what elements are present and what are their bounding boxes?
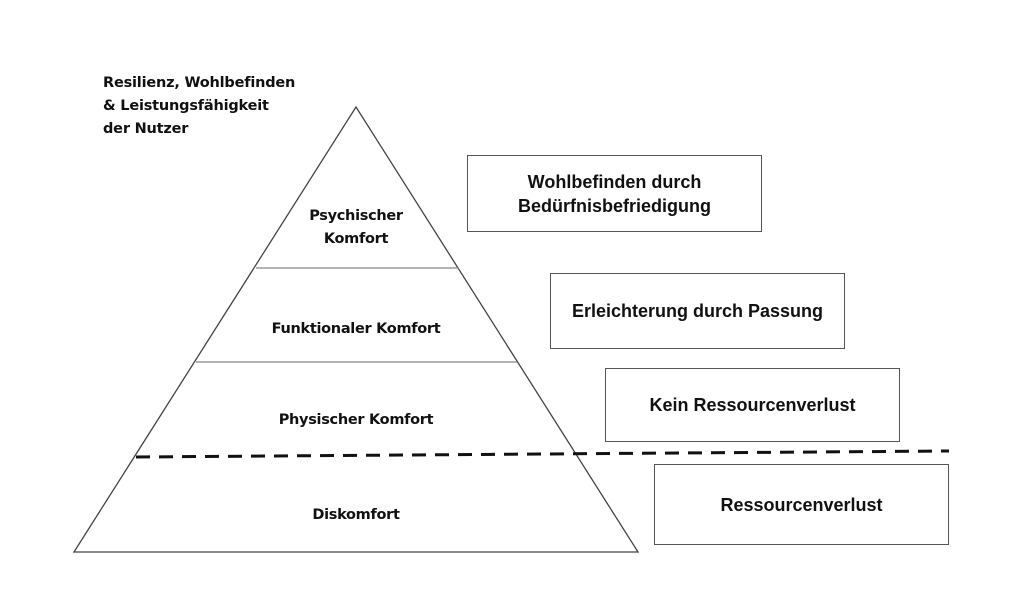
title-line: der Nutzer [103, 121, 189, 137]
level-diskomfort: Diskomfort [312, 507, 400, 523]
diagram-title: Resilienz, Wohlbefinden & Leistungsfähig… [103, 72, 295, 141]
comfort-threshold-dashed-line [135, 449, 950, 459]
level-label-line: Komfort [323, 231, 389, 247]
box-ressourcenverlust: Ressourcenverlust [654, 464, 949, 545]
level-funktionaler-komfort: Funktionaler Komfort [271, 321, 441, 337]
level-psychischer-komfort: Psychischer Komfort [296, 205, 416, 251]
box-label: Erleichterung durch Passung [571, 301, 824, 321]
title-line: & Leistungsfähigkeit [103, 98, 269, 114]
title-line: Resilienz, Wohlbefinden [103, 75, 296, 91]
level-physischer-komfort: Physischer Komfort [278, 412, 434, 428]
box-label: Kein Ressourcenverlust [649, 395, 856, 415]
box-label-line: Bedürfnisbefriedigung [518, 195, 711, 216]
box-label-line: Wohlbefinden durch [527, 171, 702, 192]
level-label-line: Psychischer [309, 208, 403, 224]
box-kein-ressourcenverlust: Kein Ressourcenverlust [605, 368, 900, 442]
pyramid-outline [72, 105, 640, 553]
box-erleichterung: Erleichterung durch Passung [550, 273, 845, 349]
box-label: Ressourcenverlust [720, 494, 883, 515]
